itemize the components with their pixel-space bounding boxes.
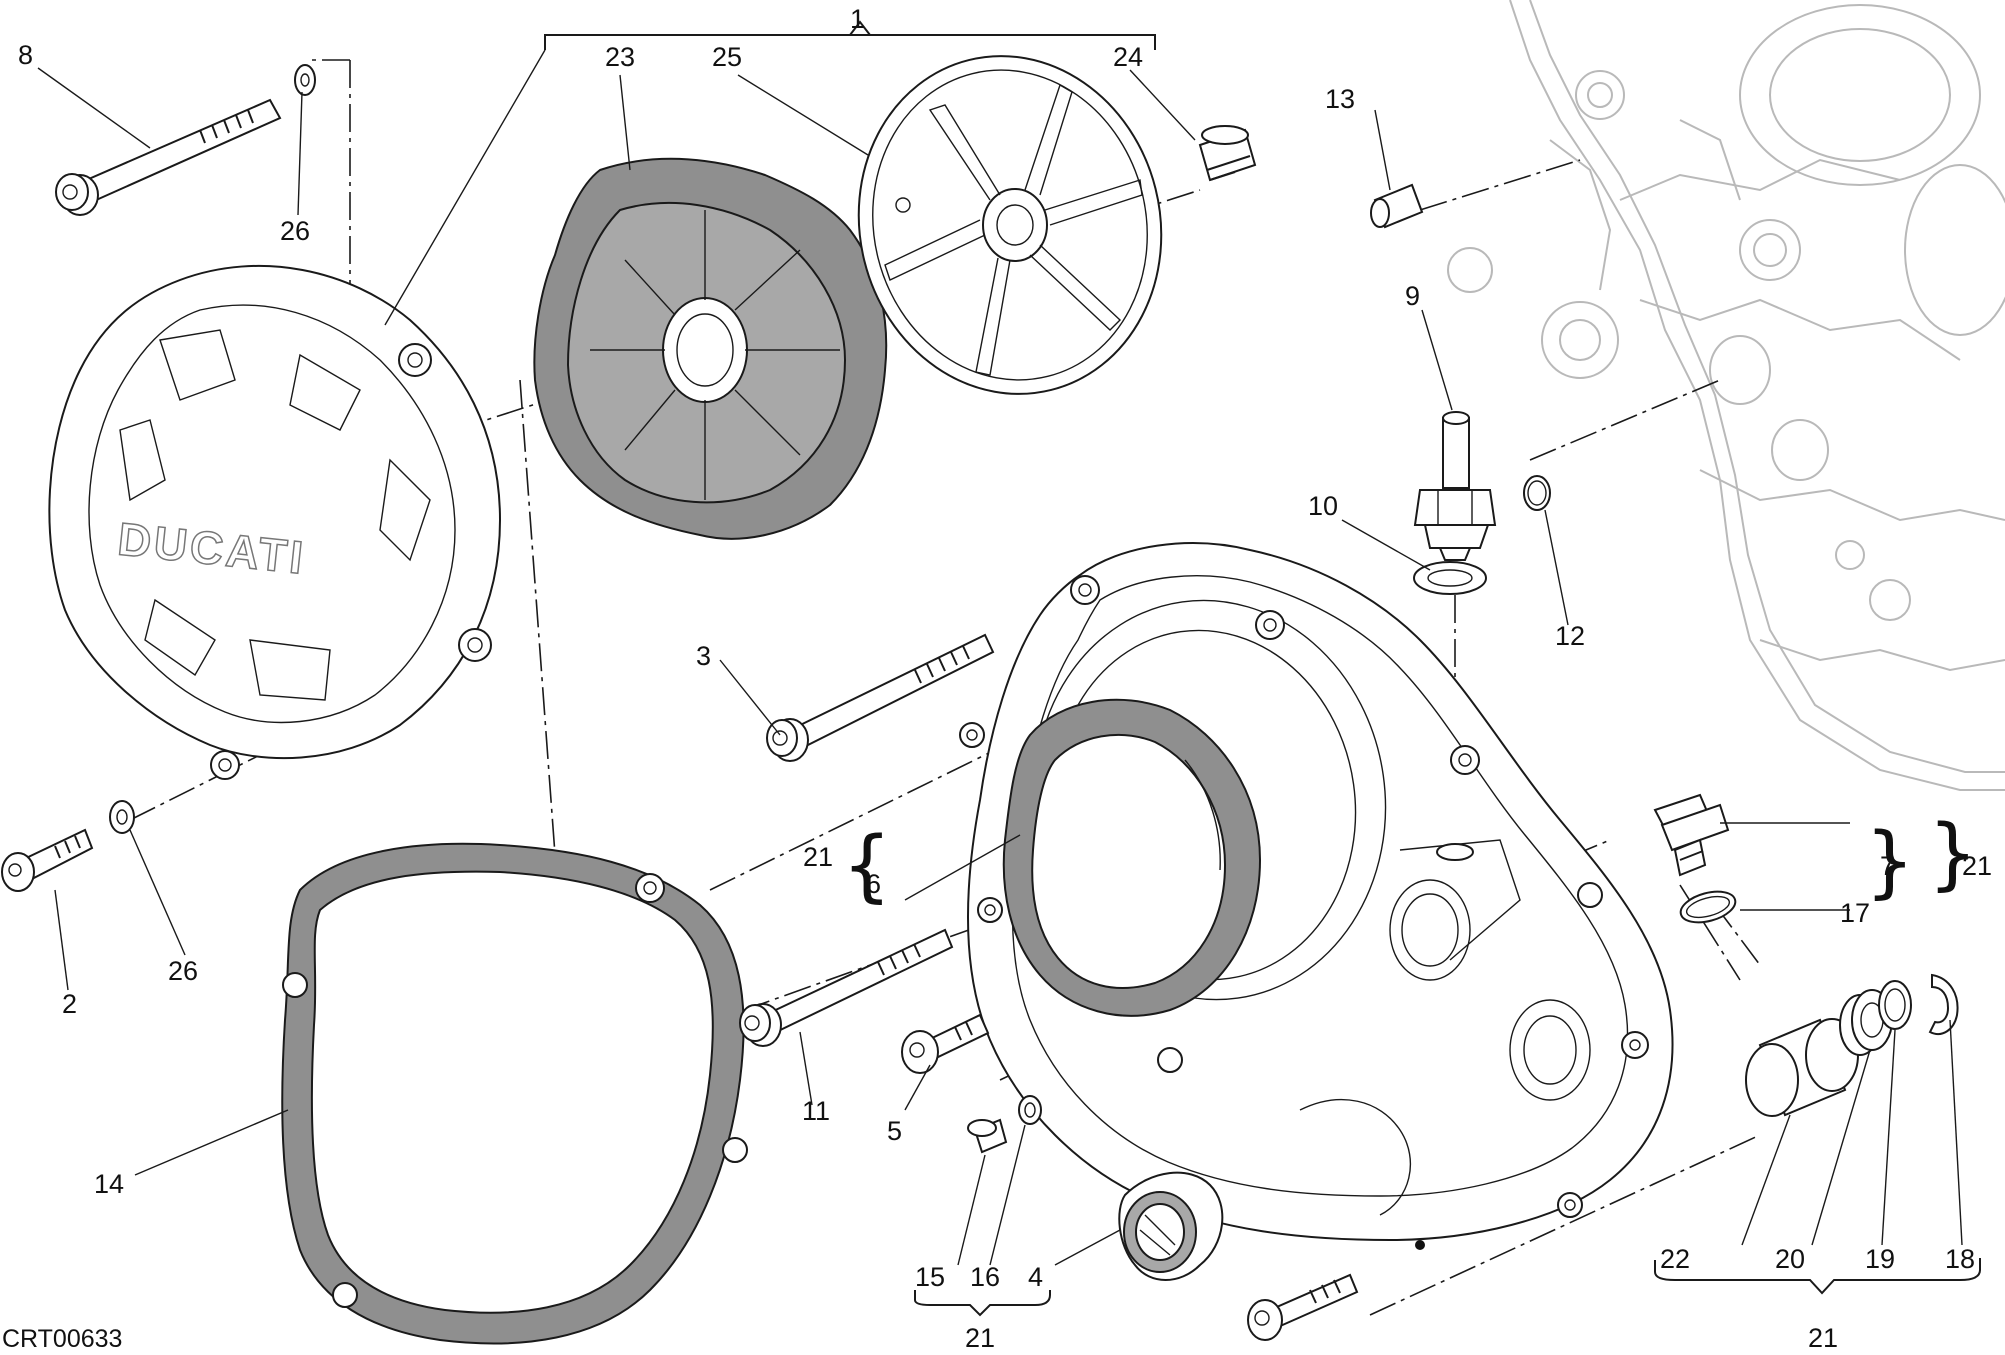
callout-10: 10: [1308, 491, 1338, 521]
washer-part-10: [1413, 561, 1487, 595]
callout-18: 18: [1945, 1244, 1975, 1274]
washer-part-26-top: [294, 64, 316, 96]
callout-14: 14: [94, 1169, 124, 1199]
callout-26-bottom: 26: [168, 956, 198, 986]
callout-7: 7: [1880, 851, 1895, 881]
callout-17: 17: [1840, 898, 1870, 928]
bolt-part-8: [55, 98, 282, 216]
oil-filler-cap-part-7: [1653, 793, 1730, 877]
engine-crankcase: [1447, 0, 2005, 791]
bearing-part-19: [1878, 980, 1912, 1030]
brace-right-7: }: [1865, 817, 1915, 907]
callout-6: 6: [866, 869, 881, 899]
clutch-cover-outer: DUCATI: [48, 264, 502, 780]
callout-labels: 1 23 25 24 8 26 13 9 10 12 3 21 6 7 21 1…: [2, 4, 1992, 1353]
callout-16: 16: [970, 1262, 1000, 1292]
callout-9: 9: [1405, 281, 1420, 311]
callout-3: 3: [696, 641, 711, 671]
gasket-part-14: [281, 842, 748, 1345]
callout-13: 13: [1325, 84, 1355, 114]
o-ring-part-17: [1679, 890, 1737, 924]
plug-part-15: [967, 1118, 1008, 1154]
callout-leaders: [37, 49, 1963, 1266]
callout-21-left: 21: [803, 842, 833, 872]
callout-21-bottom-center: 21: [965, 1323, 995, 1353]
cover-part-25: [857, 55, 1163, 395]
sensor-part-9: [1413, 411, 1497, 561]
callout-20: 20: [1775, 1244, 1805, 1274]
callout-24: 24: [1113, 42, 1143, 72]
bolt-part-11: [739, 928, 954, 1047]
callout-26-top: 26: [280, 216, 310, 246]
callout-12: 12: [1555, 621, 1585, 651]
callout-11: 11: [802, 1096, 830, 1126]
seal-part-4: [1118, 1171, 1224, 1281]
callout-25: 25: [712, 42, 742, 72]
o-ring-part-12: [1523, 475, 1551, 511]
callout-2: 2: [62, 989, 77, 1019]
plug-part-24: [1198, 125, 1257, 182]
callout-21-bottom-right: 21: [1808, 1323, 1838, 1353]
callout-5: 5: [887, 1116, 902, 1146]
seal-part-6: [1002, 698, 1262, 1017]
callout-19: 19: [1865, 1244, 1895, 1274]
washer-part-16: [1018, 1095, 1042, 1125]
circlip-part-18: [1928, 973, 1959, 1035]
drawing-code: CRT00633: [2, 1325, 122, 1353]
bolt-bottom: [1247, 1273, 1359, 1341]
clutch-inner-cover-part-23: [533, 157, 888, 540]
dowel-part-13: [1370, 183, 1424, 229]
callout-1: 1: [850, 4, 865, 34]
callout-21-right: 21: [1962, 851, 1992, 881]
callout-22: 22: [1660, 1244, 1690, 1274]
callout-15: 15: [915, 1262, 945, 1292]
bolt-part-2: [1, 828, 94, 892]
group-brackets: { } }: [544, 20, 1981, 1317]
callout-4: 4: [1028, 1262, 1043, 1292]
brace-right-21: }: [1928, 809, 1978, 899]
callout-23: 23: [605, 42, 635, 72]
brace-left: {: [842, 821, 892, 911]
washer-part-26-bottom: [109, 800, 135, 834]
callout-8: 8: [18, 40, 33, 70]
bushing-part-22: [1745, 1018, 1859, 1117]
bolt-part-5: [901, 1013, 990, 1074]
bolt-part-3: [766, 633, 995, 762]
